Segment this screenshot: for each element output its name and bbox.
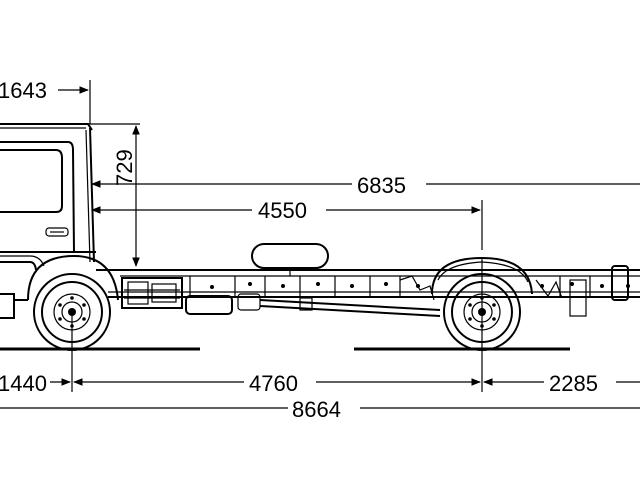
fuel-tank [251,243,329,276]
dim-cab-roof-height: 729 [112,149,137,186]
chassis-frame [96,265,640,317]
dim-cab-front-overhang: 1643 [0,78,47,103]
extension-lines [71,80,483,392]
door-handle [45,227,69,237]
dim-overall-length: 8664 [292,397,341,422]
dim-front-overhang: 1440 [0,371,47,396]
rear-axle-parts [399,275,563,301]
dim-cab-to-frame-end: 6835 [357,173,406,198]
dim-rear-overhang: 2285 [549,371,598,396]
engine-components [121,277,261,315]
cab-window [0,149,63,213]
drive-shaft [259,297,441,317]
dim-cab-to-rear-axle: 4550 [258,198,307,223]
dim-wheelbase: 4760 [249,371,298,396]
cab [0,123,119,319]
